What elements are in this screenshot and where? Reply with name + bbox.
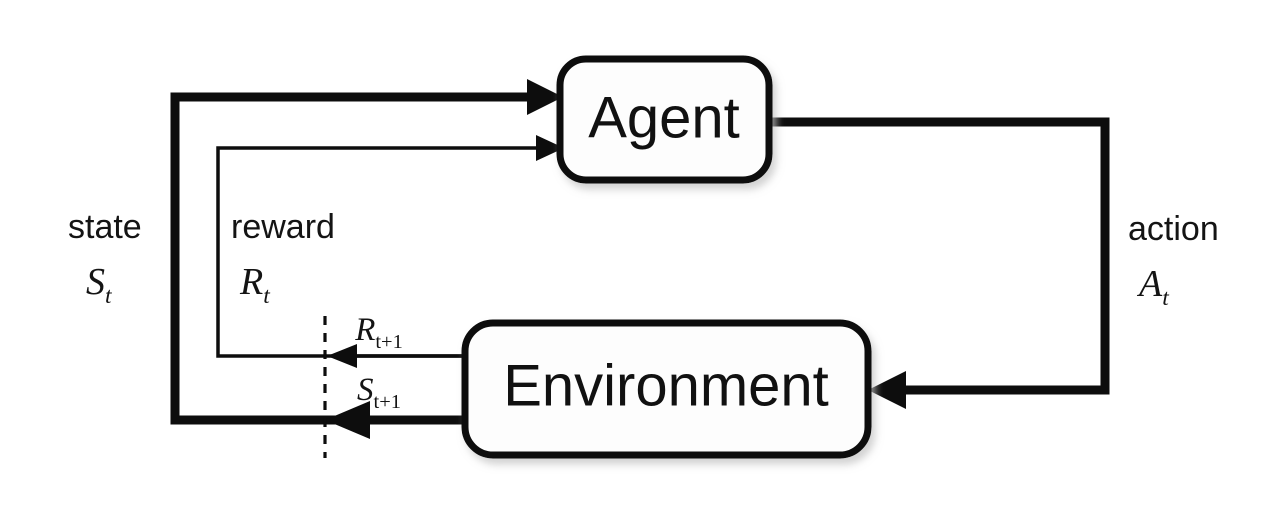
environment-box: [461, 319, 872, 459]
agent-box: [556, 55, 773, 184]
reward-arrowhead: [536, 135, 564, 161]
environment-label: Environment: [503, 353, 829, 418]
state-next-sub: t+1: [374, 391, 401, 413]
reward-next-label: Rt+1: [354, 312, 403, 353]
environment-node[interactable]: [461, 319, 872, 459]
reward-symbol-label: Rt: [239, 261, 271, 309]
state-next-label: St+1: [357, 372, 401, 413]
state-arrowhead: [527, 79, 563, 115]
state-edge-path: [170, 79, 563, 425]
action-edge-path: [769, 117, 1110, 409]
state-next-arrow: [325, 401, 465, 439]
state-symbol-base: S: [86, 261, 105, 303]
action-symbol-base: A: [1136, 263, 1163, 305]
state-word-label: state: [68, 208, 142, 246]
agent-label: Agent: [588, 85, 740, 150]
reward-next-arrowhead: [327, 344, 357, 368]
reward-symbol-base: R: [239, 261, 263, 303]
action-word-label: action: [1128, 210, 1219, 248]
state-next-arrowhead: [325, 401, 370, 439]
reward-next-base: R: [354, 312, 375, 348]
reward-next-arrow: [327, 344, 465, 368]
reward-word-label: reward: [231, 208, 335, 246]
action-symbol-sub: t: [1162, 285, 1170, 311]
reward-symbol-sub: t: [263, 283, 271, 309]
action-arrowhead: [868, 371, 906, 409]
state-symbol-sub: t: [105, 283, 113, 309]
reward-next-sub: t+1: [375, 331, 402, 353]
state-symbol-label: St: [86, 261, 113, 309]
action-symbol-label: At: [1136, 263, 1170, 311]
state-next-base: S: [357, 372, 374, 408]
agent-node[interactable]: [556, 55, 773, 184]
